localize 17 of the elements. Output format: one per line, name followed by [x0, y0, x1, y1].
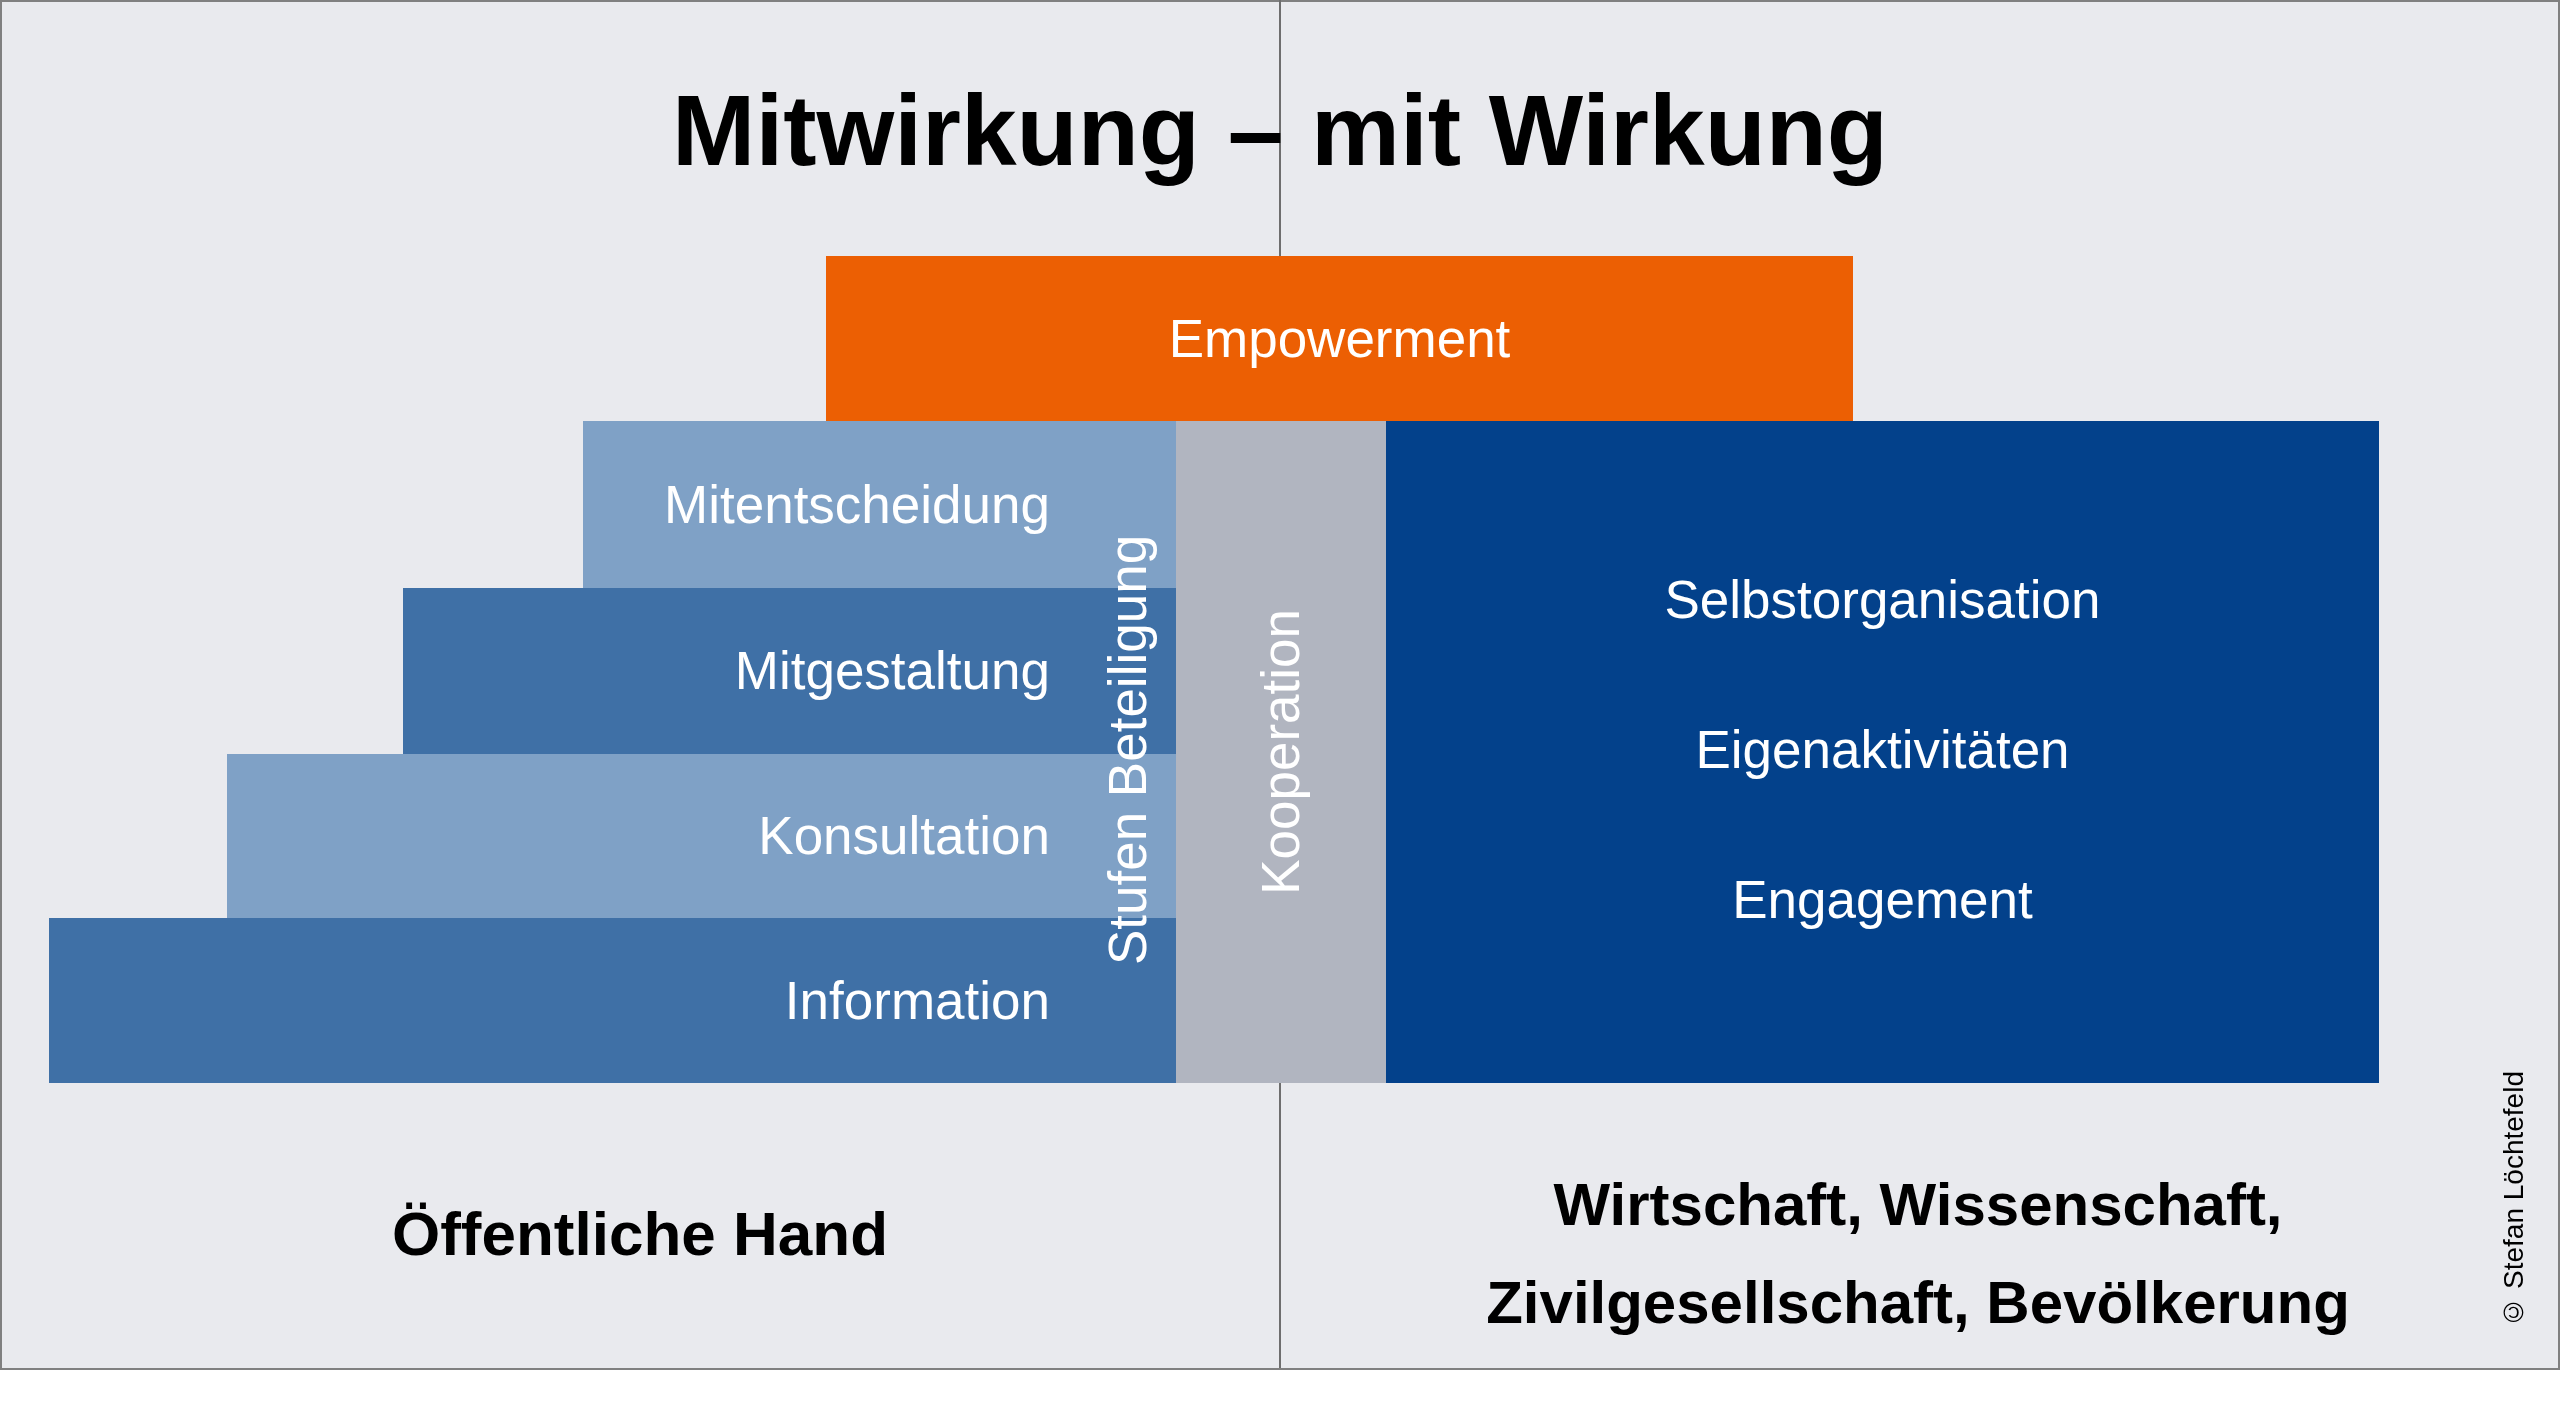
- panel-text: Eigenaktivitäten: [1695, 720, 2070, 780]
- step-label: Konsultation: [758, 806, 1050, 866]
- step-label: Mitentscheidung: [664, 474, 1050, 535]
- panel: [1386, 421, 2379, 1083]
- panel-text: Selbstorganisation: [1664, 570, 2101, 630]
- vertical-label: Stufen Beteiligung: [1096, 534, 1158, 966]
- band-label: Kooperation: [1251, 609, 1311, 895]
- bar: [826, 256, 1853, 421]
- copyright-note: © Stefan Löchtefeld: [2498, 1071, 2530, 1328]
- panel-text: Engagement: [1732, 870, 2033, 930]
- step-label: Information: [784, 970, 1050, 1031]
- group-label: Wirtschaft, Wissenschaft, Zivilgesellschaft, Bevölkerung: [1485, 1170, 2351, 1338]
- group-label: Öffentliche Hand: [392, 1197, 888, 1269]
- column-band: [1176, 421, 1386, 1083]
- diagram-title: Mitwirkung – mit Wirkung: [672, 73, 1888, 188]
- bar-label: Empowerment: [1168, 308, 1511, 369]
- step-label: Mitgestaltung: [734, 641, 1050, 701]
